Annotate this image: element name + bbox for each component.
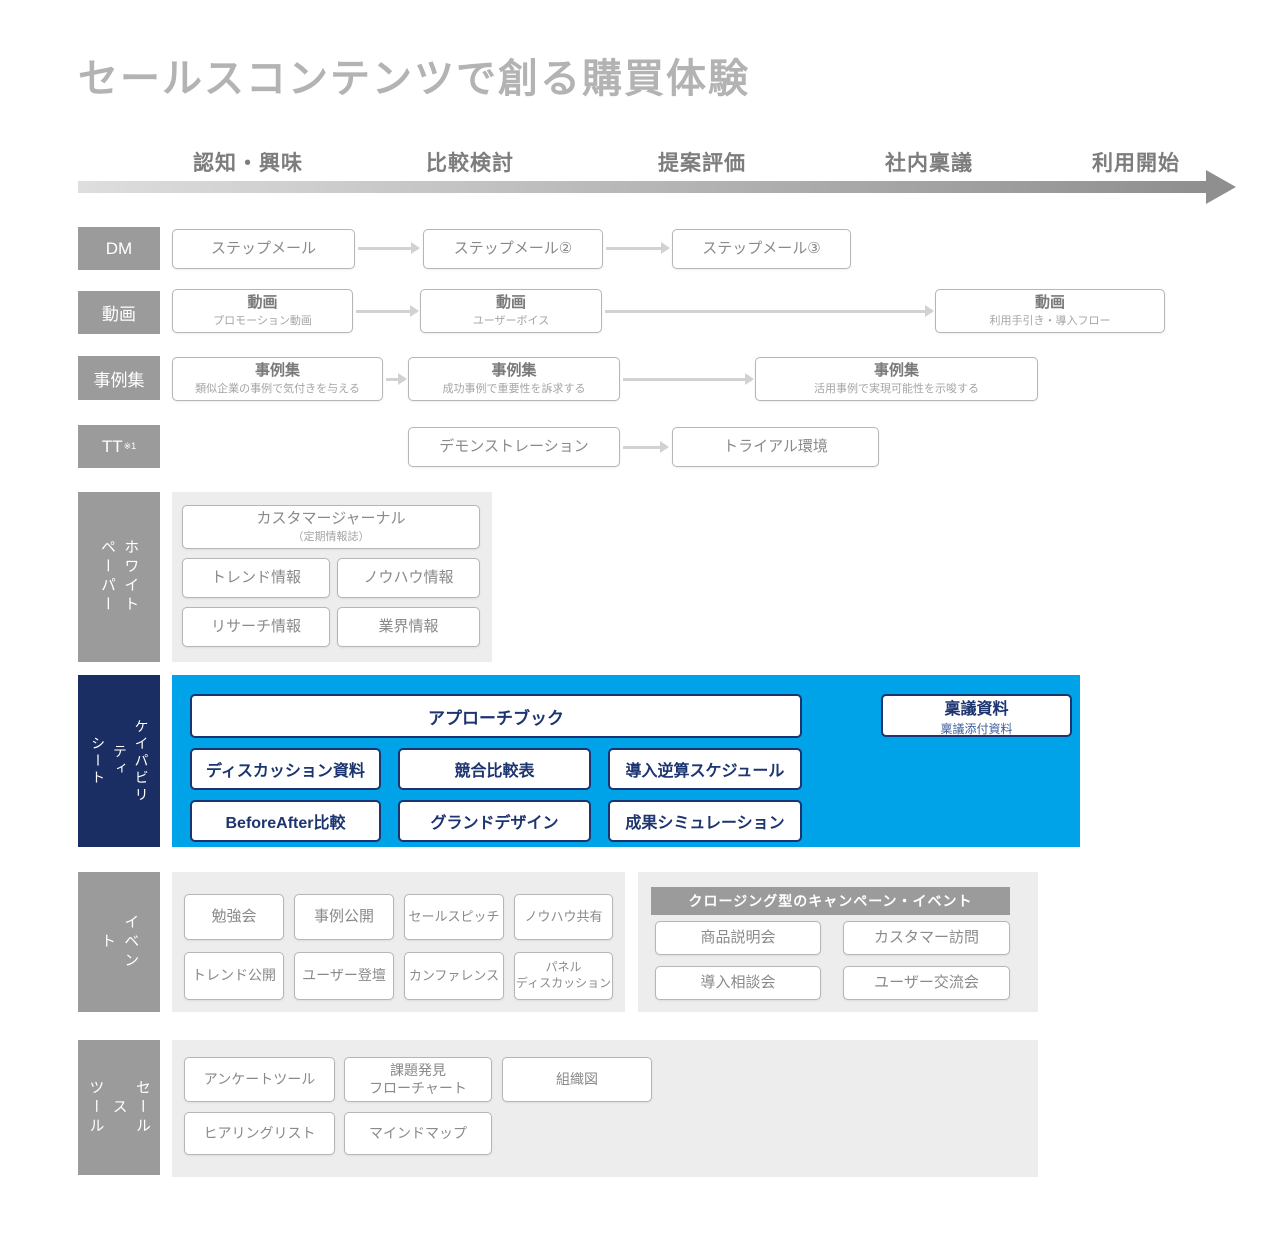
- box-subtitle: （定期情報誌）: [292, 530, 370, 543]
- box-title: 動画: [495, 293, 526, 311]
- box-panel-discussion: パネル ディスカッション: [514, 952, 613, 1000]
- box-case-feasibility: 事例集 活用事例で実現可能性を示唆する: [755, 357, 1038, 401]
- box-step-mail-2: ステップメール②: [423, 229, 603, 269]
- box-user-speaker: ユーザー登壇: [294, 952, 394, 1000]
- arrow-right-icon: [623, 373, 754, 385]
- box-case-awareness: 事例集 類似企業の事例で気付きを与える: [172, 357, 383, 401]
- box-title: 事例集: [873, 361, 919, 379]
- sales-tools-vertical-label: セールス ツール: [87, 1079, 151, 1136]
- box-subtitle: プロモーション動画: [213, 314, 312, 327]
- row-label-capability-sheet: ケイパビリティ シート: [78, 675, 160, 847]
- box-title: 動画: [247, 293, 278, 311]
- box-title: 事例集: [254, 361, 300, 379]
- box-customer-visit: カスタマー訪問: [843, 921, 1010, 955]
- box-product-briefing: 商品説明会: [655, 921, 821, 955]
- box-research-info: リサーチ情報: [182, 607, 330, 647]
- box-subtitle: 稟議添付資料: [940, 721, 1013, 736]
- closing-events-header: クロージング型のキャンペーン・イベント: [651, 887, 1010, 915]
- box-competitor-comparison: 競合比較表: [398, 748, 591, 790]
- events-vertical-label: イベント: [99, 913, 140, 971]
- box-user-meetup: ユーザー交流会: [843, 966, 1010, 1000]
- box-before-after: BeforeAfter比較: [190, 800, 381, 842]
- box-step-mail-1: ステップメール: [172, 229, 355, 269]
- row-label-sales-tools: セールス ツール: [78, 1040, 160, 1175]
- box-study-session: 勉強会: [184, 894, 284, 940]
- box-subtitle: 成功事例で重要性を訴求する: [442, 382, 586, 395]
- box-subtitle: 活用事例で実現可能性を示唆する: [814, 382, 979, 395]
- box-grand-design: グランドデザイン: [398, 800, 591, 842]
- timeline-arrow: [78, 181, 1206, 193]
- stage-comparison: 比較検討: [426, 152, 514, 175]
- box-org-chart: 組織図: [502, 1057, 652, 1102]
- box-title: 事例集: [491, 361, 537, 379]
- box-approach-book: アプローチブック: [190, 694, 802, 738]
- row-label-dm: DM: [78, 227, 160, 270]
- box-title: 動画: [1034, 293, 1065, 311]
- row-label-case-studies: 事例集: [78, 356, 160, 400]
- box-trend-release: トレンド公開: [184, 952, 284, 1000]
- stage-proposal: 提案評価: [658, 152, 746, 175]
- stage-start-of-use: 利用開始: [1092, 152, 1180, 175]
- tt-label: TT: [101, 436, 123, 456]
- arrow-right-icon: [356, 305, 419, 317]
- box-issue-flowchart: 課題発見 フローチャート: [344, 1057, 492, 1102]
- box-title: 稟議資料: [944, 700, 1009, 718]
- box-subtitle: 利用手引き・導入フロー: [989, 314, 1111, 327]
- timeline-arrowhead-icon: [1206, 170, 1236, 204]
- box-video-guide: 動画 利用手引き・導入フロー: [935, 289, 1165, 333]
- box-adoption-consultation: 導入相談会: [655, 966, 821, 1000]
- row-label-whitepaper: ホワイト ペーパー: [78, 492, 160, 662]
- box-customer-journal: カスタマージャーナル （定期情報誌）: [182, 505, 480, 549]
- capability-vertical-label: ケイパビリティ シート: [90, 718, 150, 804]
- arrow-right-icon: [605, 305, 934, 317]
- tt-footnote-marker: ※1: [123, 441, 137, 451]
- row-label-video: 動画: [78, 291, 160, 334]
- stage-awareness: 認知・興味: [193, 152, 303, 175]
- page-title: セールスコンテンツで創る購買体験: [78, 57, 750, 101]
- box-demonstration: デモンストレーション: [408, 427, 620, 467]
- box-case-release: 事例公開: [294, 894, 394, 940]
- row-label-tt: TT※1: [78, 425, 160, 468]
- whitepaper-vertical-label: ホワイト ペーパー: [99, 539, 140, 615]
- arrow-right-icon: [623, 441, 669, 453]
- arrow-right-icon: [606, 242, 670, 254]
- stage-internal-approval: 社内稟議: [885, 152, 973, 175]
- box-result-simulation: 成果シミュレーション: [608, 800, 802, 842]
- box-survey-tool: アンケートツール: [184, 1057, 335, 1102]
- box-title: カスタマージャーナル: [256, 509, 406, 527]
- box-hearing-list: ヒアリングリスト: [184, 1112, 335, 1155]
- box-video-promotion: 動画 プロモーション動画: [172, 289, 353, 333]
- box-ringi-documents: 稟議資料 稟議添付資料: [881, 694, 1072, 737]
- box-subtitle: 類似企業の事例で気付きを与える: [195, 382, 360, 395]
- box-case-success: 事例集 成功事例で重要性を訴求する: [408, 357, 620, 401]
- box-industry-info: 業界情報: [337, 607, 480, 647]
- box-sales-pitch: セールスピッチ: [404, 894, 504, 940]
- arrow-right-icon: [358, 242, 420, 254]
- box-knowhow-info: ノウハウ情報: [337, 558, 480, 598]
- box-conference: カンファレンス: [404, 952, 504, 1000]
- box-discussion-docs: ディスカッション資料: [190, 748, 381, 790]
- box-reverse-schedule: 導入逆算スケジュール: [608, 748, 802, 790]
- box-step-mail-3: ステップメール③: [672, 229, 851, 269]
- box-subtitle: ユーザーボイス: [472, 314, 550, 327]
- box-trial-environment: トライアル環境: [672, 427, 879, 467]
- box-knowhow-sharing: ノウハウ共有: [514, 894, 613, 940]
- row-label-events: イベント: [78, 872, 160, 1012]
- box-video-uservoice: 動画 ユーザーボイス: [420, 289, 602, 333]
- arrow-right-icon: [386, 373, 407, 385]
- box-mind-map: マインドマップ: [344, 1112, 492, 1155]
- box-trend-info: トレンド情報: [182, 558, 330, 598]
